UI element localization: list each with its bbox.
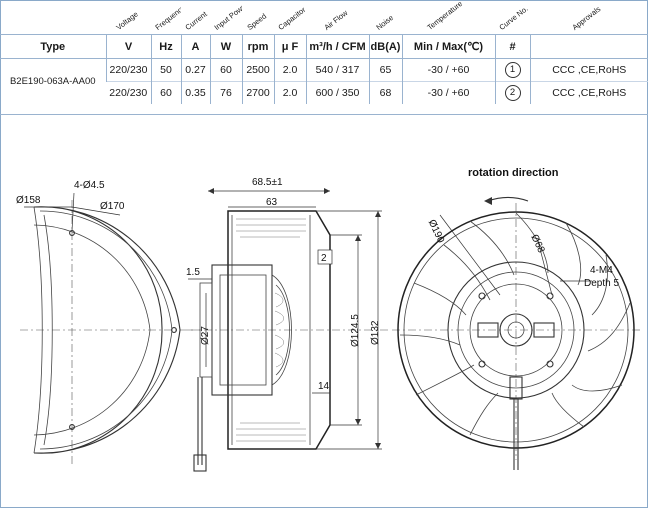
table-row: B2E190-063A-AA00 220/230 50 0.27 60 2500… [0, 58, 648, 87]
cell-temperature: -30 / +60 [401, 58, 495, 82]
dim-dia-158: Ø158 [16, 195, 41, 206]
mount-hole [69, 424, 75, 430]
cell-curve: 2 [494, 81, 530, 104]
unit-approvals [529, 34, 648, 59]
header-capacitor: Capacitor [276, 5, 306, 32]
left-view: Ø158 4-Ø4.5 Ø170 [16, 180, 200, 465]
cell-approvals: CCC ,CE,RoHS [529, 58, 648, 82]
unit-frequency: Hz [150, 34, 181, 59]
dim-inner-dia: Ø124.5 [350, 314, 361, 347]
cell-noise: 65 [368, 58, 402, 82]
spec-table: Voltage Frequency Current Input Power Sp… [0, 0, 648, 104]
dim-outer-dia: Ø132 [370, 320, 381, 345]
unit-type: Type [0, 34, 106, 59]
cell-power: 76 [209, 81, 242, 104]
unit-curve: # [494, 34, 530, 59]
mount-slot [477, 322, 499, 338]
header-row: Voltage Frequency Current Input Power Sp… [0, 0, 648, 35]
header-curve-no: Curve No. [497, 4, 530, 32]
cell-airflow: 600 / 350 [305, 81, 369, 104]
unit-temperature: Min / Max(℃) [401, 34, 495, 59]
front-view: rotation direction [392, 167, 640, 470]
cell-airflow: 540 / 317 [305, 58, 369, 82]
dim-overall-length: 68.5±1 [252, 177, 283, 188]
shaft-hub [499, 313, 533, 347]
cell-voltage: 220/230 [106, 81, 151, 104]
cell-frequency: 60 [150, 81, 181, 104]
mount-slot [533, 322, 555, 338]
table-row: 220/230 60 0.35 76 2700 2.0 600 / 350 68… [0, 81, 648, 104]
cell-noise: 68 [368, 81, 402, 104]
dim-dia-190: Ø190 [426, 218, 446, 245]
dim-bottom: 14 [318, 381, 330, 392]
unit-capacitor: μ F [273, 34, 306, 59]
cell-capacitor: 2.0 [273, 81, 306, 104]
header-voltage: Voltage [114, 9, 140, 32]
model-name: B2E190-063A-AA00 [9, 76, 96, 87]
side-view: 68.5±1 63 1.5 Ø27 2 [186, 177, 390, 472]
dim-dia-68: Ø68 [528, 233, 546, 255]
unit-current: A [180, 34, 210, 59]
unit-speed: rpm [241, 34, 274, 59]
tap-depth: Depth 5 [584, 278, 619, 289]
units-row: Type V Hz A W rpm μ F m³/h / CFM dB(A) M… [0, 34, 648, 59]
cell-curve: 1 [494, 58, 530, 82]
dim-holes: 4-Ø4.5 [74, 180, 105, 191]
impeller-outer-circle [397, 211, 635, 449]
cell-temperature: -30 / +60 [401, 81, 495, 104]
dim-dia-170: Ø170 [100, 201, 125, 212]
header-input-power: Input Power [212, 0, 242, 32]
unit-power: W [209, 34, 242, 59]
cell-voltage: 220/230 [105, 58, 151, 82]
rotation-direction-label: rotation direction [468, 167, 559, 179]
rotation-arrow-icon [487, 197, 529, 202]
cell-speed: 2700 [241, 81, 274, 104]
mount-hole [171, 327, 177, 333]
cell-frequency: 50 [150, 58, 181, 82]
header-noise: Noise [374, 13, 396, 32]
m4-hole [546, 360, 554, 368]
dim-gap: 2 [321, 253, 327, 264]
m4-hole [546, 292, 554, 300]
unit-voltage: V [105, 34, 151, 59]
unit-noise: dB(A) [368, 34, 402, 59]
cable-gland [509, 376, 523, 400]
cell-current: 0.27 [180, 58, 210, 82]
header-speed: Speed [245, 11, 269, 33]
curve-number-badge: 2 [504, 85, 521, 101]
header-frequency: Frequency [153, 3, 181, 32]
header-current: Current [183, 9, 209, 32]
dim-shaft-dia: Ø27 [200, 326, 211, 345]
cell-approvals: CCC ,CE,RoHS [529, 81, 648, 104]
dim-flange: 1.5 [186, 267, 200, 278]
cell-power: 60 [209, 58, 242, 82]
cell-capacitor: 2.0 [273, 58, 306, 82]
cell-current: 0.35 [180, 81, 210, 104]
m4-hole [478, 292, 486, 300]
table-bottom-border [0, 114, 648, 115]
motor-fins [274, 292, 284, 368]
unit-airflow: m³/h / CFM [305, 34, 369, 59]
dim-width: 63 [266, 197, 278, 208]
header-approvals: Approvals [570, 4, 603, 32]
technical-drawing: Ø158 4-Ø4.5 Ø170 68.5±1 63 [16, 167, 640, 472]
header-air-flow: Air Flow [322, 8, 350, 32]
cell-speed: 2500 [241, 58, 274, 82]
tap-spec: 4-M4 [590, 265, 613, 276]
header-temperature: Temperature [425, 0, 465, 32]
curve-number-badge: 1 [504, 62, 521, 78]
m4-hole [478, 360, 486, 368]
impeller-blades [399, 212, 631, 436]
